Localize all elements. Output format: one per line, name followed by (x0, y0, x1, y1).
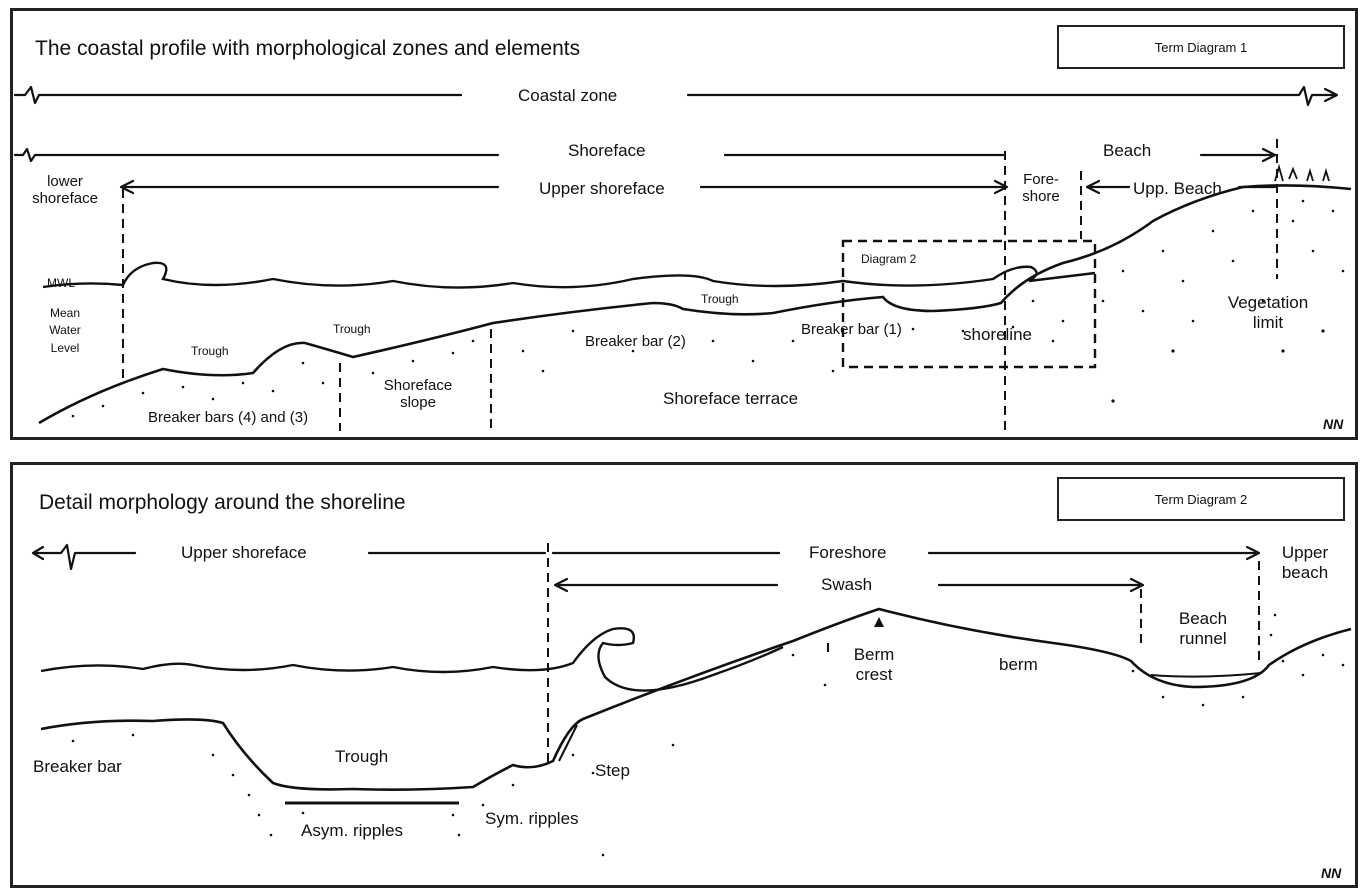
vegetation-limit-line-1: Vegetation (1227, 293, 1309, 312)
term-diagram-2-box: Term Diagram 2 (1057, 477, 1345, 521)
mean-water-level-line (42, 261, 1096, 289)
diagram-2-reference-label: Diagram 2 (861, 252, 917, 266)
term-diagram-1-box: Term Diagram 1 (1057, 25, 1345, 69)
shoreface-label: Shoreface (568, 141, 646, 160)
lower-shoreface-line-1: lower (47, 173, 83, 190)
vegetation-icon (1274, 163, 1330, 182)
trough-label-a: Trough (191, 344, 229, 358)
beach-runnel-label: Beach runnel (1163, 609, 1243, 648)
berm-label: berm (999, 655, 1038, 674)
sand-stipple (71, 613, 1345, 857)
shoreline-detail-panel: Detail morphology around the shoreline T… (10, 462, 1358, 888)
shoreface-slope-label: Shoreface slope (373, 377, 463, 412)
breaker-bar-1-label: Breaker bar (1) (801, 321, 902, 338)
vegetation-limit-label: Vegetation limit (1213, 293, 1323, 332)
mean-water-level-label: Mean Water Level (35, 305, 95, 357)
coastal-zone-line-left (13, 85, 463, 105)
sym-ripples-label: Sym. ripples (485, 809, 579, 828)
nn-label-1: NN (1323, 416, 1344, 432)
upp-beach-label: Upp. Beach (1133, 179, 1222, 198)
lower-shoreface-label: lower shoreface (23, 173, 107, 208)
diagram-2-title: Detail morphology around the shoreline (39, 491, 406, 514)
asym-ripples-label: Asym. ripples (301, 821, 404, 840)
trough-label-b: Trough (333, 322, 371, 336)
coastal-profile-drawing (13, 85, 1352, 431)
berm-crest-line-2: crest (855, 664, 893, 684)
shoreline-label: shoreline (963, 325, 1032, 344)
foreshore-line-1: Fore- (1023, 171, 1059, 188)
upper-shoreface-label: Upper shoreface (539, 179, 665, 198)
upper-beach-label: Upper beach (1269, 543, 1341, 582)
step-marker (558, 724, 578, 762)
swash-arrowhead-right (1129, 577, 1145, 593)
breaker-bar-2-label: Breaker bar (2) (585, 333, 686, 350)
mwl-desc-line-1: Mean (49, 306, 81, 320)
beach-runnel-line-1: Beach (1178, 609, 1228, 628)
swash-label: Swash (821, 575, 873, 594)
sand-stipple (71, 199, 1345, 418)
berm-crest-label: Berm crest (839, 645, 909, 684)
upp-beach-arrowhead (1085, 179, 1101, 195)
diagram-1-title: The coastal profile with morphological z… (35, 37, 581, 60)
berm-crest-marker-icon (874, 617, 884, 627)
foreshore-label: Fore- shore (1013, 171, 1069, 206)
water-surface-line (40, 627, 784, 692)
foreshore-line-2: shore (1022, 188, 1060, 206)
upper-shoreface-line-left (33, 543, 137, 571)
upper-shoreface-arrowhead-left (119, 179, 135, 195)
seabed-profile-line (38, 184, 1352, 425)
mwl-label: MWL (47, 276, 75, 290)
step-label: Step (595, 761, 630, 780)
shoreline-detail-drawing (31, 543, 1352, 857)
vegetation-limit-line-2: limit (1252, 312, 1284, 332)
coastal-zone-label: Coastal zone (518, 86, 618, 105)
swash-arrowhead-left (553, 577, 569, 593)
coastal-zone-arrowhead (1323, 87, 1339, 103)
upper-shoreface-label: Upper shoreface (181, 543, 307, 562)
nn-label-2: NN (1321, 865, 1342, 881)
upper-beach-line-1: Upper (1281, 543, 1329, 562)
shoreface-slope-line-2: slope (400, 394, 436, 412)
beach-arrowhead (1261, 147, 1277, 163)
coastal-zone-line-right (686, 85, 1337, 107)
mwl-desc-line-3: Level (50, 340, 80, 355)
shoreface-slope-line-1: Shoreface (383, 377, 453, 394)
upper-shoreface-arrowhead-right (993, 179, 1009, 195)
mwl-desc-line-2: Water (49, 323, 81, 338)
foreshore-label: Foreshore (809, 543, 887, 562)
upper-shoreface-arrowhead (31, 545, 45, 561)
shoreface-line-left (13, 147, 500, 163)
beach-label: Beach (1103, 141, 1152, 160)
trough-label-c: Trough (701, 292, 739, 306)
breaker-bar-label: Breaker bar (33, 757, 122, 776)
shoreface-terrace-label: Shoreface terrace (663, 389, 799, 408)
berm-crest-line-1: Berm (853, 645, 895, 664)
beach-runnel-line-2: runnel (1179, 628, 1227, 648)
runnel-water-line (1150, 672, 1262, 678)
lower-shoreface-line-2: shoreface (32, 190, 98, 208)
seabed-profile-line (40, 607, 1352, 791)
foreshore-arrowhead (1245, 545, 1261, 561)
upper-beach-line-2: beach (1281, 562, 1329, 582)
breaker-bars-4-3-label: Breaker bars (4) and (3) (148, 409, 309, 426)
diagram-2-frame (841, 239, 1097, 369)
coastal-profile-panel: The coastal profile with morphological z… (10, 8, 1358, 440)
trough-label: Trough (335, 747, 389, 766)
